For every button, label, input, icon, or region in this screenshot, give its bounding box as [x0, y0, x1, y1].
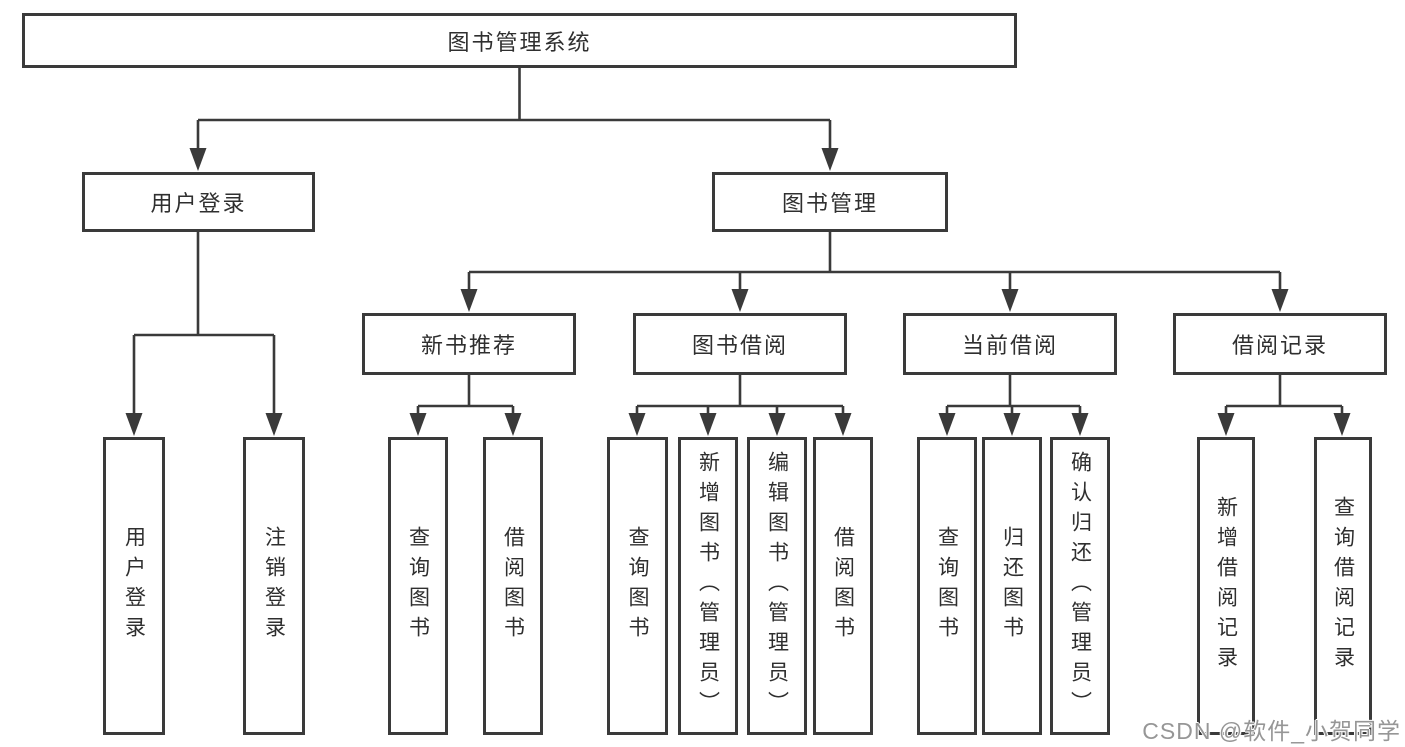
node-new-book-recommend: 新书推荐	[362, 313, 576, 375]
leaf-record-query-record: 查询借阅记录	[1314, 437, 1372, 735]
leaf-user-login: 用户登录	[103, 437, 165, 735]
leaf-user-logout: 注销登录	[243, 437, 305, 735]
node-root: 图书管理系统	[22, 13, 1017, 68]
node-book-borrow: 图书借阅	[633, 313, 847, 375]
node-borrow-record: 借阅记录	[1173, 313, 1387, 375]
leaf-current-confirm-return-admin: 确认归还（管理员）	[1050, 437, 1110, 735]
leaf-borrow-query-book: 查询图书	[607, 437, 668, 735]
leaf-current-query-book: 查询图书	[917, 437, 977, 735]
leaf-newbook-borrow-book: 借阅图书	[483, 437, 543, 735]
leaf-newbook-query-book: 查询图书	[388, 437, 448, 735]
node-book-management: 图书管理	[712, 172, 948, 232]
leaf-current-return-book: 归还图书	[982, 437, 1042, 735]
node-user-login: 用户登录	[82, 172, 315, 232]
node-current-borrow: 当前借阅	[903, 313, 1117, 375]
leaf-borrow-add-book-admin: 新增图书（管理员）	[678, 437, 738, 735]
csdn-watermark: CSDN @软件_小贺同学	[1142, 718, 1401, 744]
leaf-record-add-record: 新增借阅记录	[1197, 437, 1255, 735]
leaf-borrow-borrow-book: 借阅图书	[813, 437, 873, 735]
leaf-borrow-edit-book-admin: 编辑图书（管理员）	[747, 437, 807, 735]
